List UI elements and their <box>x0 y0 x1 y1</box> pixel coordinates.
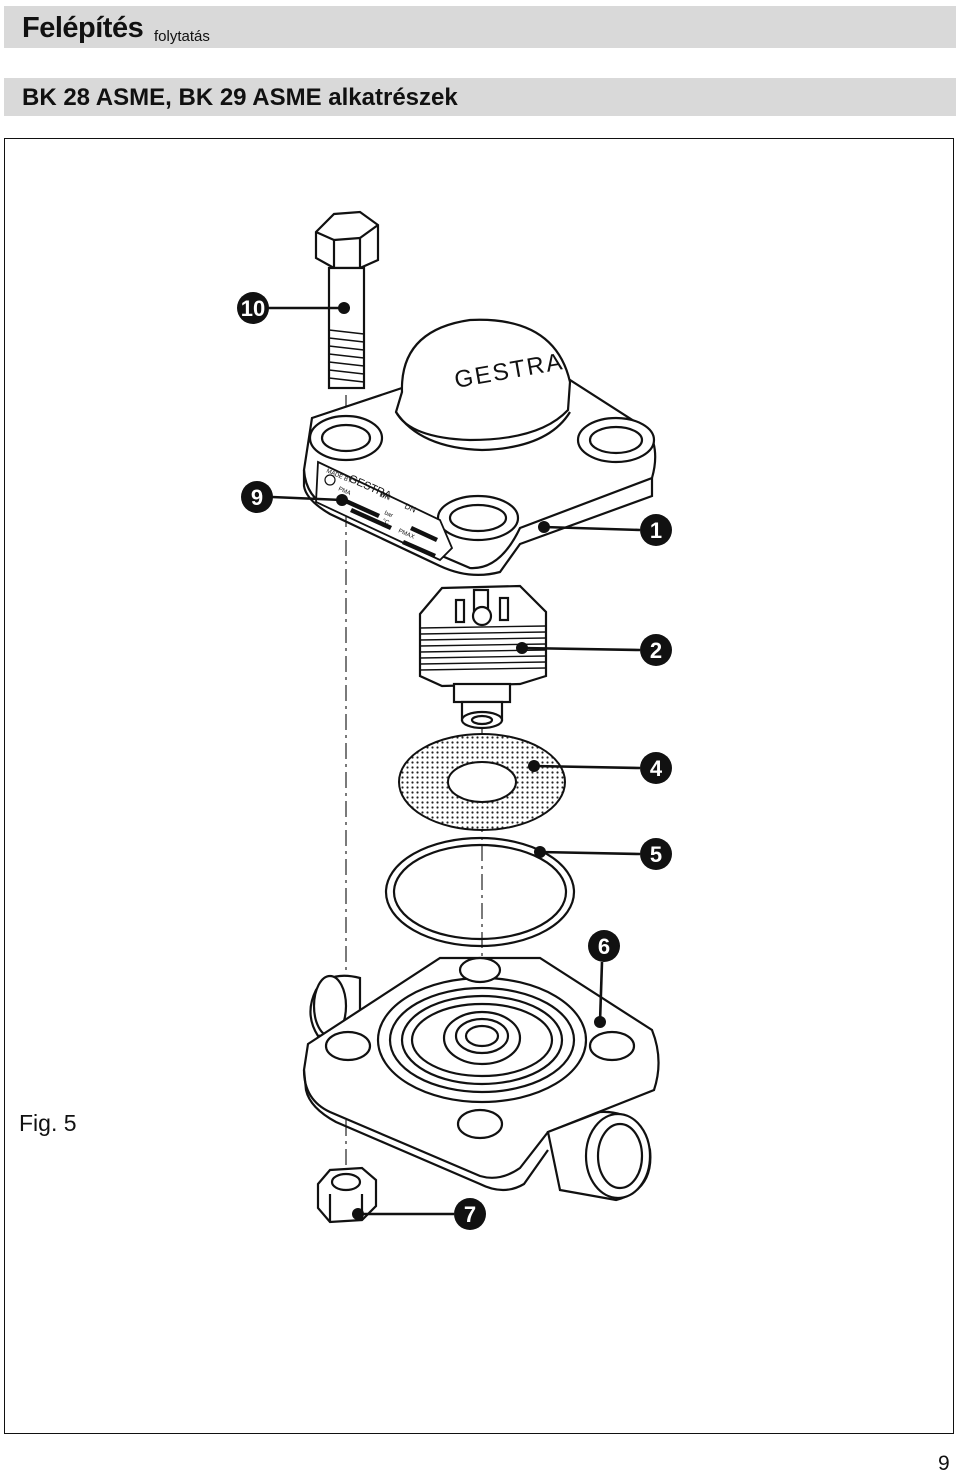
callout-5: 5 <box>640 838 672 870</box>
leader-dots <box>336 302 606 1220</box>
svg-text:5: 5 <box>650 842 662 867</box>
part-nameplate: MADE BY GESTRA BK DN PMA bar °C PMAX <box>315 460 454 562</box>
svg-text:2: 2 <box>650 638 662 663</box>
part-regulator-insert <box>418 584 548 730</box>
figure-frame <box>4 138 954 1434</box>
page-header-subtitle: folytatás <box>154 28 210 45</box>
callout-6: 6 <box>588 930 620 962</box>
callout-2: 2 <box>640 634 672 666</box>
part-bolt <box>314 210 380 390</box>
section-title: BK 28 ASME, BK 29 ASME alkatrészek <box>22 84 458 111</box>
callout-1: 1 <box>640 514 672 546</box>
nameplate-temp: °C <box>381 518 390 526</box>
nameplate-model: BK <box>378 490 392 503</box>
page-number: 9 <box>938 1452 950 1475</box>
page-header-title: Felépítés <box>22 12 144 44</box>
header-bar: Felépítés folytatás <box>4 6 956 48</box>
svg-text:6: 6 <box>598 934 610 959</box>
part-body <box>302 956 660 1202</box>
callout-7: 7 <box>454 1198 486 1230</box>
nameplate-bar: bar <box>383 510 393 519</box>
part-o-ring <box>384 836 576 948</box>
svg-text:1: 1 <box>650 518 662 543</box>
nameplate-dn: DN <box>403 502 417 515</box>
svg-text:10: 10 <box>241 296 265 321</box>
callout-4: 4 <box>640 752 672 784</box>
part-gasket <box>398 733 566 831</box>
figure-label: Fig. 5 <box>19 1110 77 1136</box>
section-bar: BK 28 ASME, BK 29 ASME alkatrészek <box>4 78 956 116</box>
callout-9: 9 <box>241 481 273 513</box>
svg-text:7: 7 <box>464 1202 476 1227</box>
leader-lines <box>268 306 641 1216</box>
callout-10: 10 <box>237 292 269 324</box>
svg-text:4: 4 <box>650 756 663 781</box>
svg-text:9: 9 <box>251 485 263 510</box>
nameplate-pma: PMA <box>337 486 351 497</box>
